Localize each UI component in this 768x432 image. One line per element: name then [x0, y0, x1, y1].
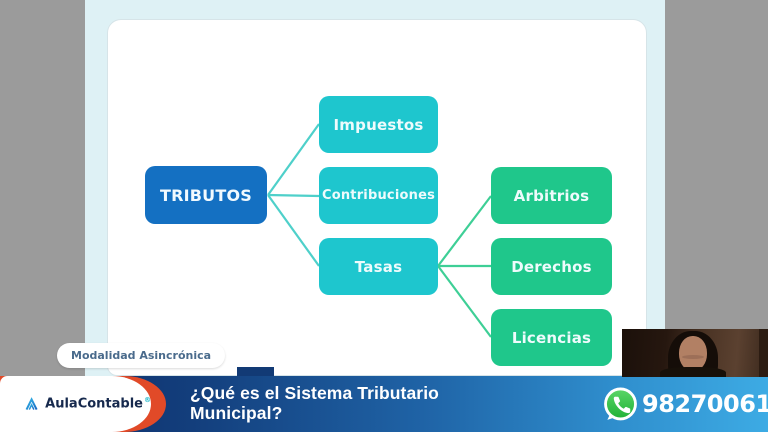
- presenter-shoulder: [660, 367, 726, 377]
- video-title: ¿Qué es el Sistema Tributario Municipal?: [190, 383, 439, 424]
- diagram-node-contribuciones: Contribuciones: [319, 167, 438, 224]
- presenter-face: [679, 336, 707, 371]
- diagram-node-tributos: TRIBUTOS: [145, 166, 267, 224]
- diagram-node-tasas: Tasas: [319, 238, 438, 295]
- brand-area: AulaContable®: [0, 376, 151, 432]
- brand-name: AulaContable®: [45, 396, 151, 412]
- presenter-face-shadow: [682, 355, 704, 359]
- diagram-node-impuestos: Impuestos: [319, 96, 438, 153]
- diagram-node-arbitrios: Arbitrios: [491, 167, 612, 224]
- brand-trademark: ®: [144, 396, 151, 405]
- diagram-node-licencias: Licencias: [491, 309, 612, 366]
- presenter-webcam-video: [622, 329, 768, 377]
- whatsapp-icon: [604, 387, 637, 421]
- modality-badge: Modalidad Asincrónica: [57, 343, 226, 368]
- aulacontable-logo-icon: [25, 397, 38, 411]
- video-title-line1: ¿Qué es el Sistema Tributario: [190, 383, 439, 403]
- webcam-background-detail: [759, 329, 768, 377]
- video-title-line2: Municipal?: [190, 403, 283, 424]
- whatsapp-phone-number: 982700612: [642, 390, 768, 418]
- footer-tab-notch: [237, 367, 274, 377]
- diagram-node-derechos: Derechos: [491, 238, 612, 295]
